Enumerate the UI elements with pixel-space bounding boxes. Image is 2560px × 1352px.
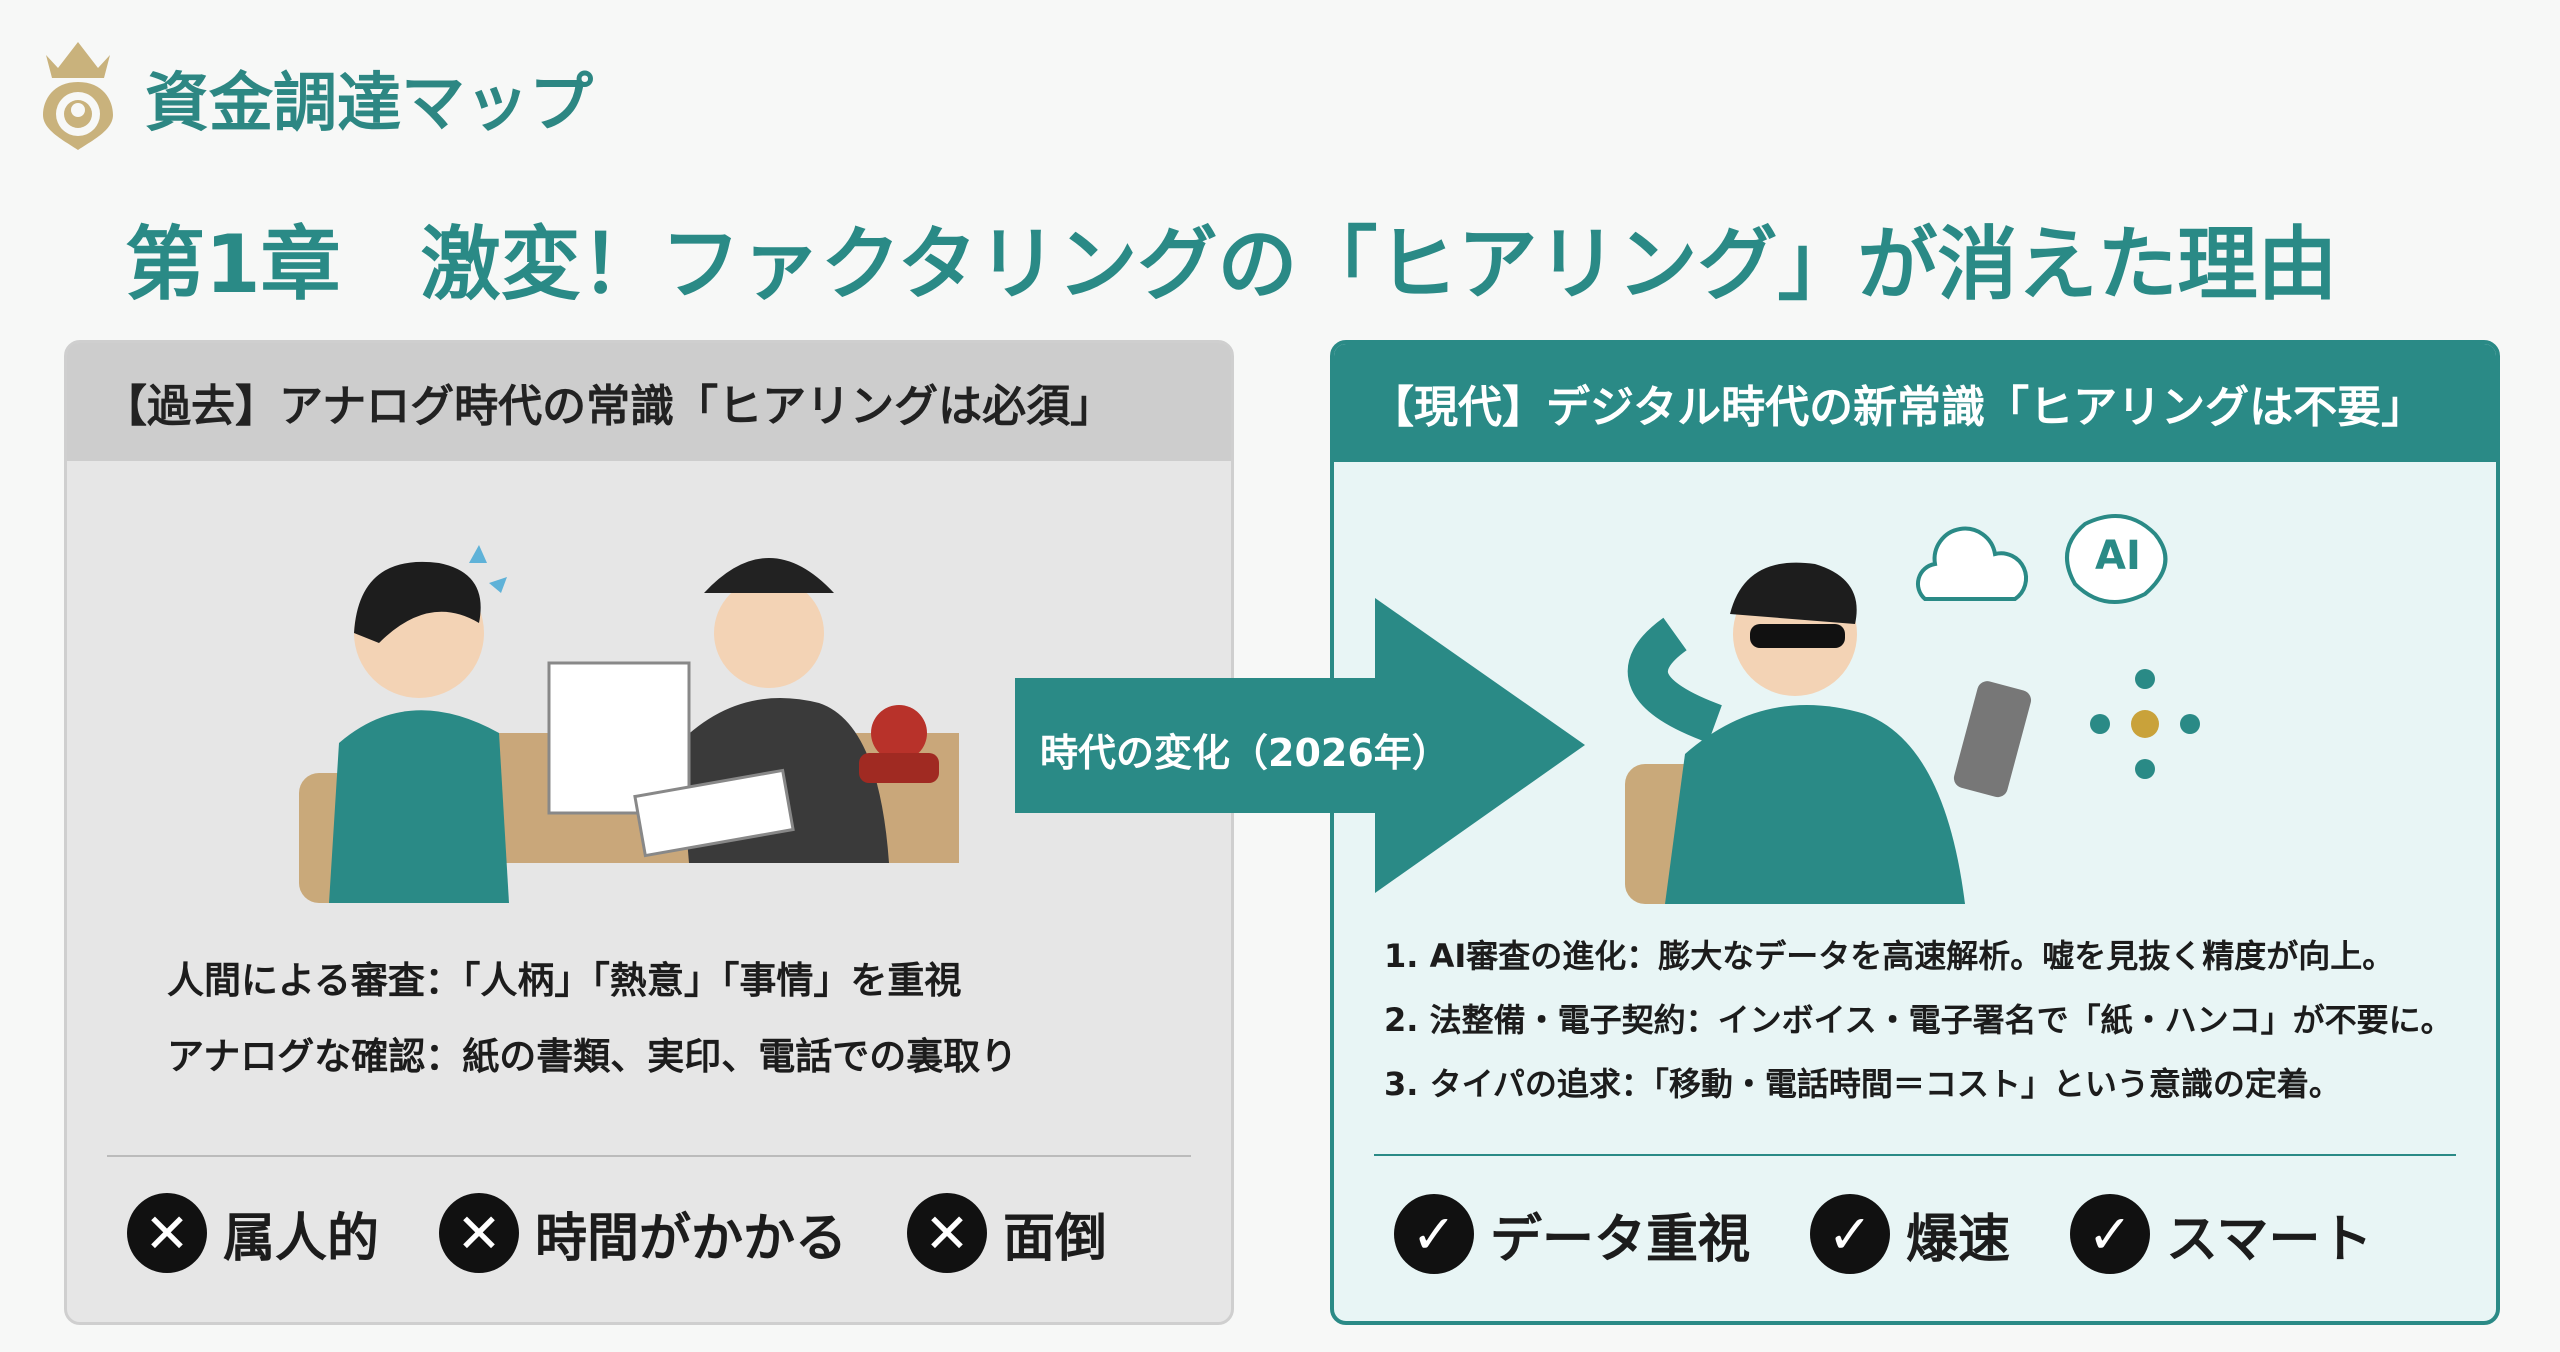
crown-pin-logo <box>43 42 113 150</box>
tag-label: 面倒 <box>1003 1208 1108 1269</box>
past-header: 【過去】アナログ時代の常識「ヒアリングは必須」 <box>67 343 1231 461</box>
arrow-icon <box>1015 598 1585 893</box>
tag-troublesome: ✕面倒 <box>907 1193 1107 1273</box>
tag-label: 爆速 <box>1906 1209 2011 1270</box>
check-circle-icon: ✓ <box>1810 1194 1891 1274</box>
present-header: 【現代】デジタル時代の新常識「ヒアリングは不要」 <box>1334 344 2496 462</box>
analog-hearing-illustration <box>299 545 959 903</box>
present-line-2: 2. 法整備・電子契約：インボイス・電子署名で「紙・ハンコ」が不要に。 <box>1384 1001 2453 1039</box>
x-circle-icon: ✕ <box>127 1193 207 1273</box>
arrow-label: 時代の変化（2026年） <box>1040 731 1450 775</box>
tag-fast: ✓爆速 <box>1810 1194 2010 1274</box>
ai-label: AI <box>2095 533 2141 579</box>
past-line-1: 人間による審査：「人柄」「熱意」「事情」を重視 <box>167 959 962 1002</box>
present-panel: 【現代】デジタル時代の新常識「ヒアリングは不要」 AI 1. AI審査の進化：膨… <box>1330 340 2500 1325</box>
tag-time-consuming: ✕時間がかかる <box>439 1193 847 1273</box>
divider <box>107 1155 1191 1157</box>
present-line-1: 1. AI審査の進化：膨大なデータを高速解析。嘘を見抜く精度が向上。 <box>1384 937 2395 975</box>
tag-data-driven: ✓ データ重視 <box>1394 1194 1750 1274</box>
past-panel: 【過去】アナログ時代の常識「ヒアリングは必須」 人間による審査：「人柄」「熱意」… <box>64 340 1234 1325</box>
check-circle-icon: ✓ <box>2070 1194 2151 1274</box>
digital-businessman-illustration: AI <box>1625 514 2200 904</box>
tag-label: 時間がかかる <box>535 1208 848 1269</box>
check-circle-icon: ✓ <box>1394 1194 1474 1274</box>
x-circle-icon: ✕ <box>439 1193 520 1273</box>
tag-personal: ✕ 属人的 <box>127 1193 379 1273</box>
tag-smart: ✓スマート <box>2070 1194 2372 1274</box>
x-circle-icon: ✕ <box>907 1193 988 1273</box>
present-line-3: 3. タイパの追求：「移動・電話時間＝コスト」という意識の定着。 <box>1384 1065 2341 1103</box>
tag-label: データ重視 <box>1490 1209 1751 1270</box>
tag-label: スマート <box>2166 1209 2373 1270</box>
brand-name: 資金調達マップ <box>145 67 593 141</box>
page-title: 第1章 激変！ファクタリングの「ヒアリング」が消えた理由 <box>125 218 2338 311</box>
past-line-2: アナログな確認：紙の書類、実印、電話での裏取り <box>167 1035 1018 1078</box>
tag-label: 属人的 <box>223 1208 380 1269</box>
divider <box>1374 1154 2456 1156</box>
